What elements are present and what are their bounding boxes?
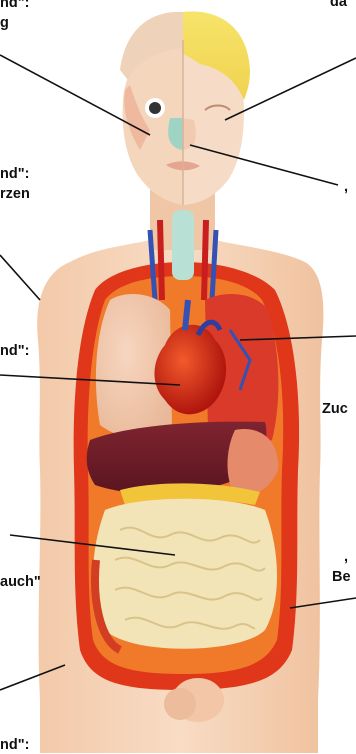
label-top-left-line2: g: [0, 14, 9, 32]
label-top-right: da: [330, 0, 347, 11]
label-right-comma-2: ,: [344, 548, 348, 566]
label-left-bauch: auch": [0, 573, 41, 591]
label-bottom-left: nd":: [0, 736, 29, 754]
label-right-zu: Zuc: [322, 400, 348, 418]
label-mid-left-line1: nd":: [0, 165, 29, 183]
label-mid-left-line2: rzen: [0, 185, 30, 203]
label-left-3: nd":: [0, 342, 29, 360]
label-top-left-line1: nd":: [0, 0, 29, 12]
label-right-comma-1: ,: [344, 178, 348, 196]
label-right-be: Be: [332, 568, 351, 586]
